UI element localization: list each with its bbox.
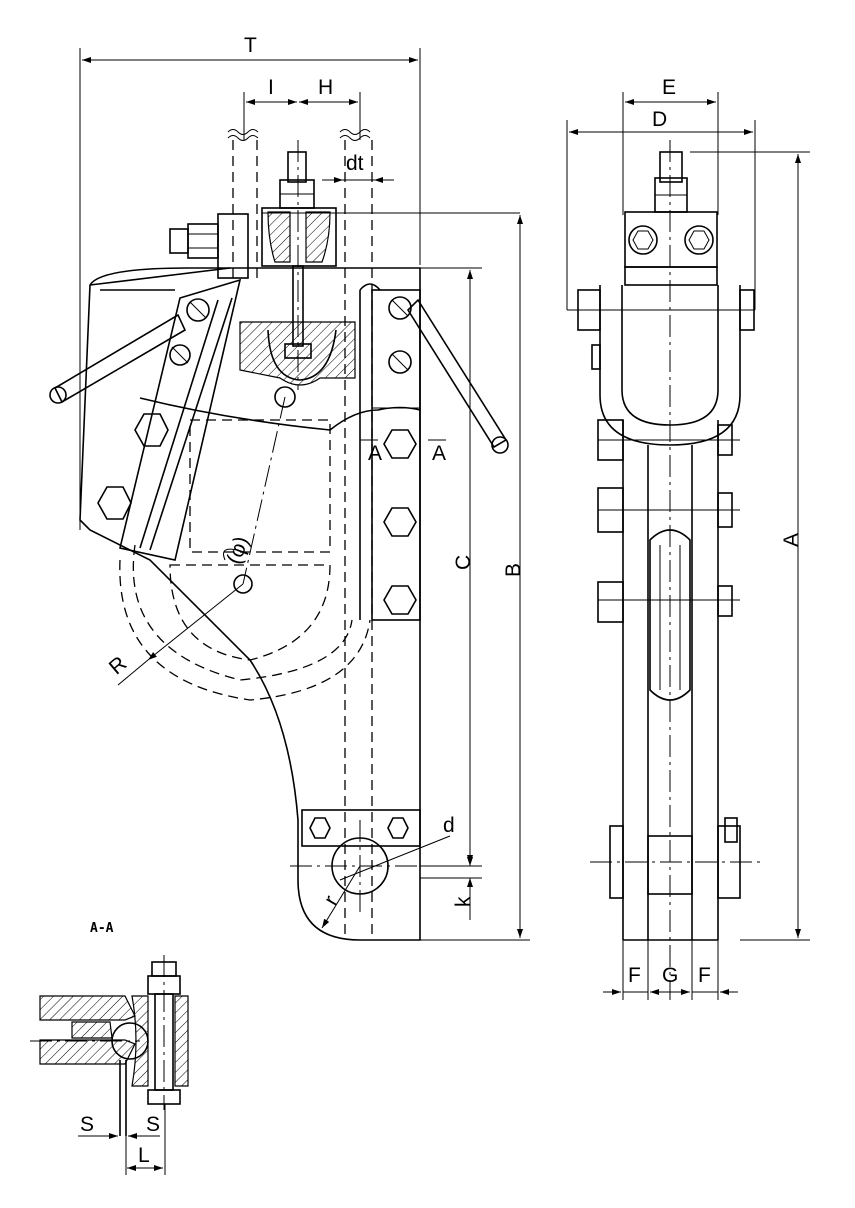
label-S-right: S: [146, 1113, 160, 1136]
dimension-k: k: [420, 852, 482, 920]
dimension-C: C: [380, 267, 482, 867]
hex-bolt-icon: [97, 298, 210, 520]
front-view: T I H dt: [49, 34, 530, 941]
label-C: C: [452, 555, 475, 570]
hex-nut-icon: [628, 225, 714, 255]
svg-text:(φ): (φ): [222, 533, 253, 567]
clamp-body: R (φ): [49, 267, 509, 941]
conductor-lines: [227, 129, 373, 940]
label-E: E: [662, 76, 676, 99]
label-d: d: [443, 814, 455, 837]
dimension-dt: dt: [322, 152, 394, 183]
right-bolt-column: [359, 283, 421, 621]
label-R: R: [105, 652, 131, 679]
label-G: G: [662, 964, 678, 987]
label-section-A-left: A: [368, 442, 382, 465]
dimension-I-H: I H: [243, 76, 361, 140]
label-A: A: [780, 533, 803, 547]
side-bolts: [597, 419, 740, 623]
label-B: B: [502, 563, 525, 577]
label-section-A-right: A: [432, 442, 446, 465]
label-H: H: [318, 76, 333, 99]
side-view: E D A: [566, 76, 810, 1000]
label-F-left: F: [628, 964, 641, 987]
label-k: k: [452, 896, 475, 907]
top-clamp: [169, 140, 520, 390]
label-D: D: [652, 108, 667, 131]
label-T: T: [244, 34, 257, 57]
dimension-B: B: [420, 215, 530, 941]
section-title: A-A: [90, 921, 114, 936]
label-I: I: [268, 76, 274, 99]
section-view: A-A S S L: [30, 921, 189, 1175]
label-L: L: [138, 1144, 150, 1167]
label-F-right: F: [698, 964, 711, 987]
dimension-T: T: [79, 34, 421, 530]
label-dt: dt: [346, 152, 364, 175]
label-S-left: S: [80, 1113, 94, 1136]
